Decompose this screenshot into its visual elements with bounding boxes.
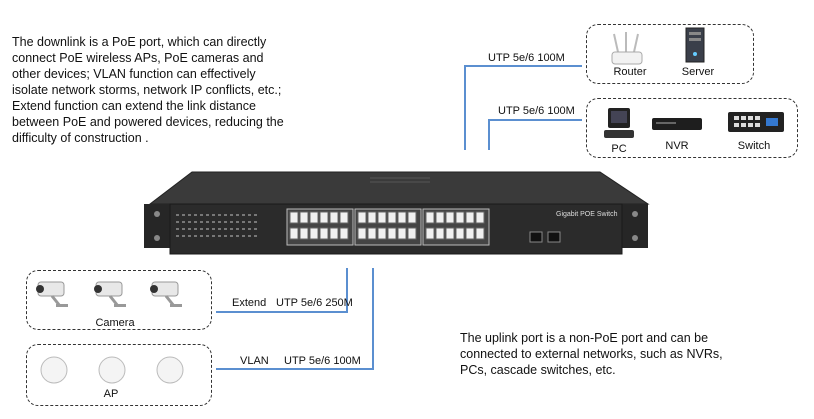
uplink-cable-label-2: UTP 5e/6 100M [498, 105, 575, 117]
uplink-device-group-2 [586, 98, 798, 158]
downlink-description: The downlink is a PoE port, which can di… [12, 35, 284, 145]
uplink-cable-label-1: UTP 5e/6 100M [488, 52, 565, 64]
uplink-device-group-1 [586, 24, 754, 84]
camera-label: Camera [95, 317, 135, 329]
uplink-connector-line-1 [464, 65, 582, 150]
server-label: Server [681, 66, 715, 78]
switch-model-label: Gigabit POE Switch [556, 211, 618, 218]
camera-group [26, 270, 212, 330]
uplink-connector-line-2 [488, 119, 582, 150]
ap-label: AP [103, 388, 119, 400]
downlink-mode-label-1: Extend [232, 297, 267, 309]
downlink-connector-line-1 [216, 268, 348, 313]
uplink-description: The uplink port is a non-PoE port and ca… [460, 331, 723, 377]
router-label: Router [613, 66, 647, 78]
pc-label: PC [611, 143, 627, 155]
downlink-mode-label-2: VLAN [240, 355, 269, 367]
downlink-connector-line-2 [216, 268, 374, 370]
downlink-cable-label-1: UTP 5e/6 250M [276, 297, 353, 309]
downlink-cable-label-2: UTP 5e/6 100M [284, 355, 361, 367]
nvr-label: NVR [665, 140, 689, 152]
ap-group [26, 344, 212, 406]
switch-device-label: Switch [737, 140, 771, 152]
